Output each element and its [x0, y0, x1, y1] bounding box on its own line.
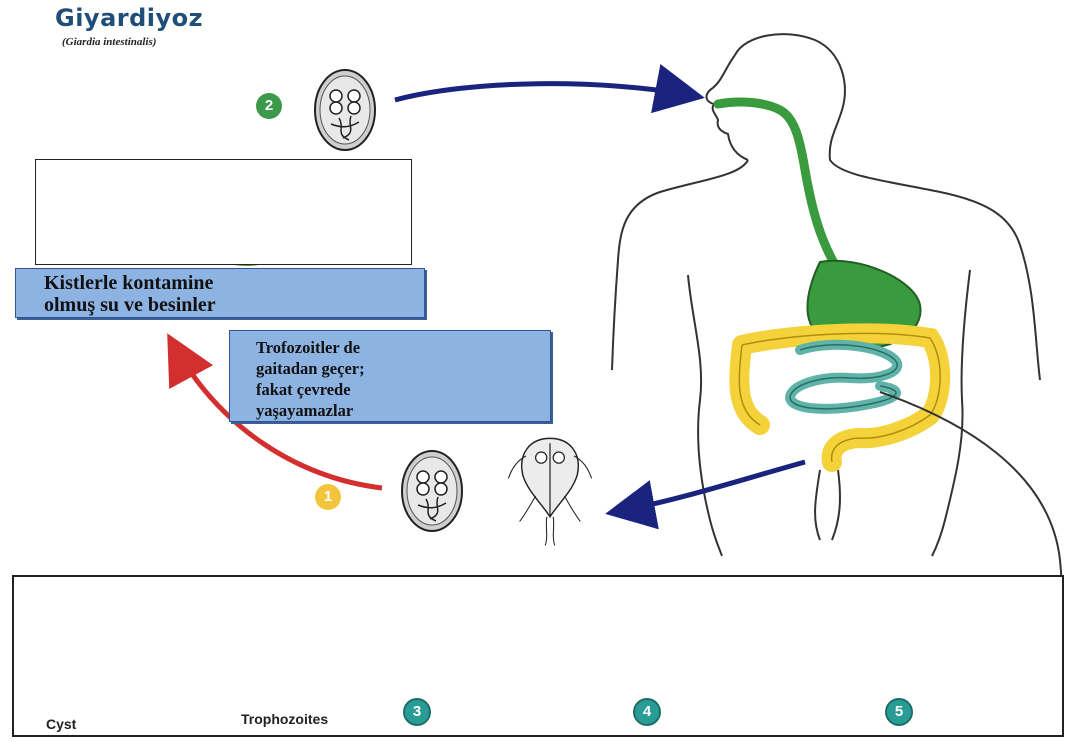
trophozoite-note-label: Trofozoitler de gaitadan geçer; fakat çe… — [229, 330, 551, 422]
excreted-cyst — [402, 451, 462, 531]
step-4-badge: 4 — [633, 698, 661, 726]
trophozoites-label: Trophozoites — [241, 711, 328, 727]
contaminated-label-line-1: Kistlerle kontamine — [44, 272, 424, 294]
contaminated-label: Kistlerle kontamine olmuş su ve besinler — [15, 268, 425, 318]
cyst-label: Cyst — [46, 716, 76, 732]
step-5-badge: 5 — [885, 698, 913, 726]
excreted-trophozoite — [508, 438, 591, 545]
ingested-cyst — [315, 70, 375, 150]
trophozoite-note-line-1: Trofozoitler de — [256, 337, 550, 358]
trophozoite-note-line-4: yaşayamazlar — [256, 400, 550, 421]
trophozoite-note-line-3: fakat çevrede — [256, 379, 550, 400]
contaminated-food-box — [35, 159, 412, 265]
arrow-ingestion — [395, 84, 695, 100]
step-1-badge: 1 — [315, 484, 341, 510]
trophozoite-note-line-2: gaitadan geçer; — [256, 358, 550, 379]
step-3-badge: 3 — [403, 698, 431, 726]
step-2-badge: 2 — [256, 93, 282, 119]
arrow-excretion — [615, 462, 805, 512]
contaminated-label-line-2: olmuş su ve besinler — [44, 294, 424, 316]
